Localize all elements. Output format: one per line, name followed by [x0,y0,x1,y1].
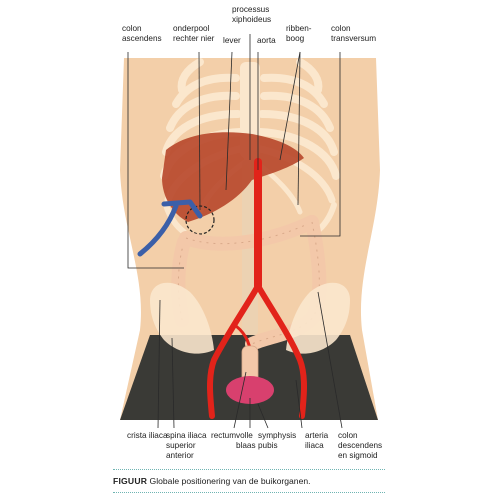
label-crista-iliaca: crista iliaca [127,431,168,440]
label-colon-transversum: colon transversum [331,24,376,43]
label-spina-iliaca: spina iliaca superior anterior [166,431,209,460]
label-symphysis-pubis: symphysis pubis [258,431,299,450]
caption-rule-top [113,469,385,470]
arteria-iliaca-left [207,283,261,419]
figure-caption: FIGUUR Globale positionering van de buik… [113,476,311,486]
colon-transversum [179,215,319,251]
label-onderpool-rechter-nier: onderpool rechter nier [173,24,215,43]
pelvis-left [150,282,214,354]
label-volle-blaas: volle blaas [236,431,256,450]
label-lever: lever [223,36,241,45]
pelvis-right [286,282,350,354]
liver [162,132,304,222]
leader-lines-top [127,34,341,269]
vein [137,199,203,257]
label-colon-descendens: colon descendens en sigmoid [338,431,384,460]
label-colon-ascendens: colon ascendens [122,24,162,43]
caption-rule-bottom [113,492,385,493]
label-aorta: aorta [257,36,276,45]
leader-lines-bottom [157,291,343,429]
label-arteria-iliaca: arteria iliaca [305,431,331,450]
label-processus-xiphoideus: processus xiphoideus [232,5,272,24]
label-rectum: rectum [211,431,236,440]
caption-prefix: FIGUUR [113,476,148,486]
caption-text: Globale positionering van de buikorganen… [149,476,311,486]
label-ribbenboog: ribben- boog [286,24,314,43]
bladder [226,376,274,404]
arteria-iliaca-right [255,283,307,419]
